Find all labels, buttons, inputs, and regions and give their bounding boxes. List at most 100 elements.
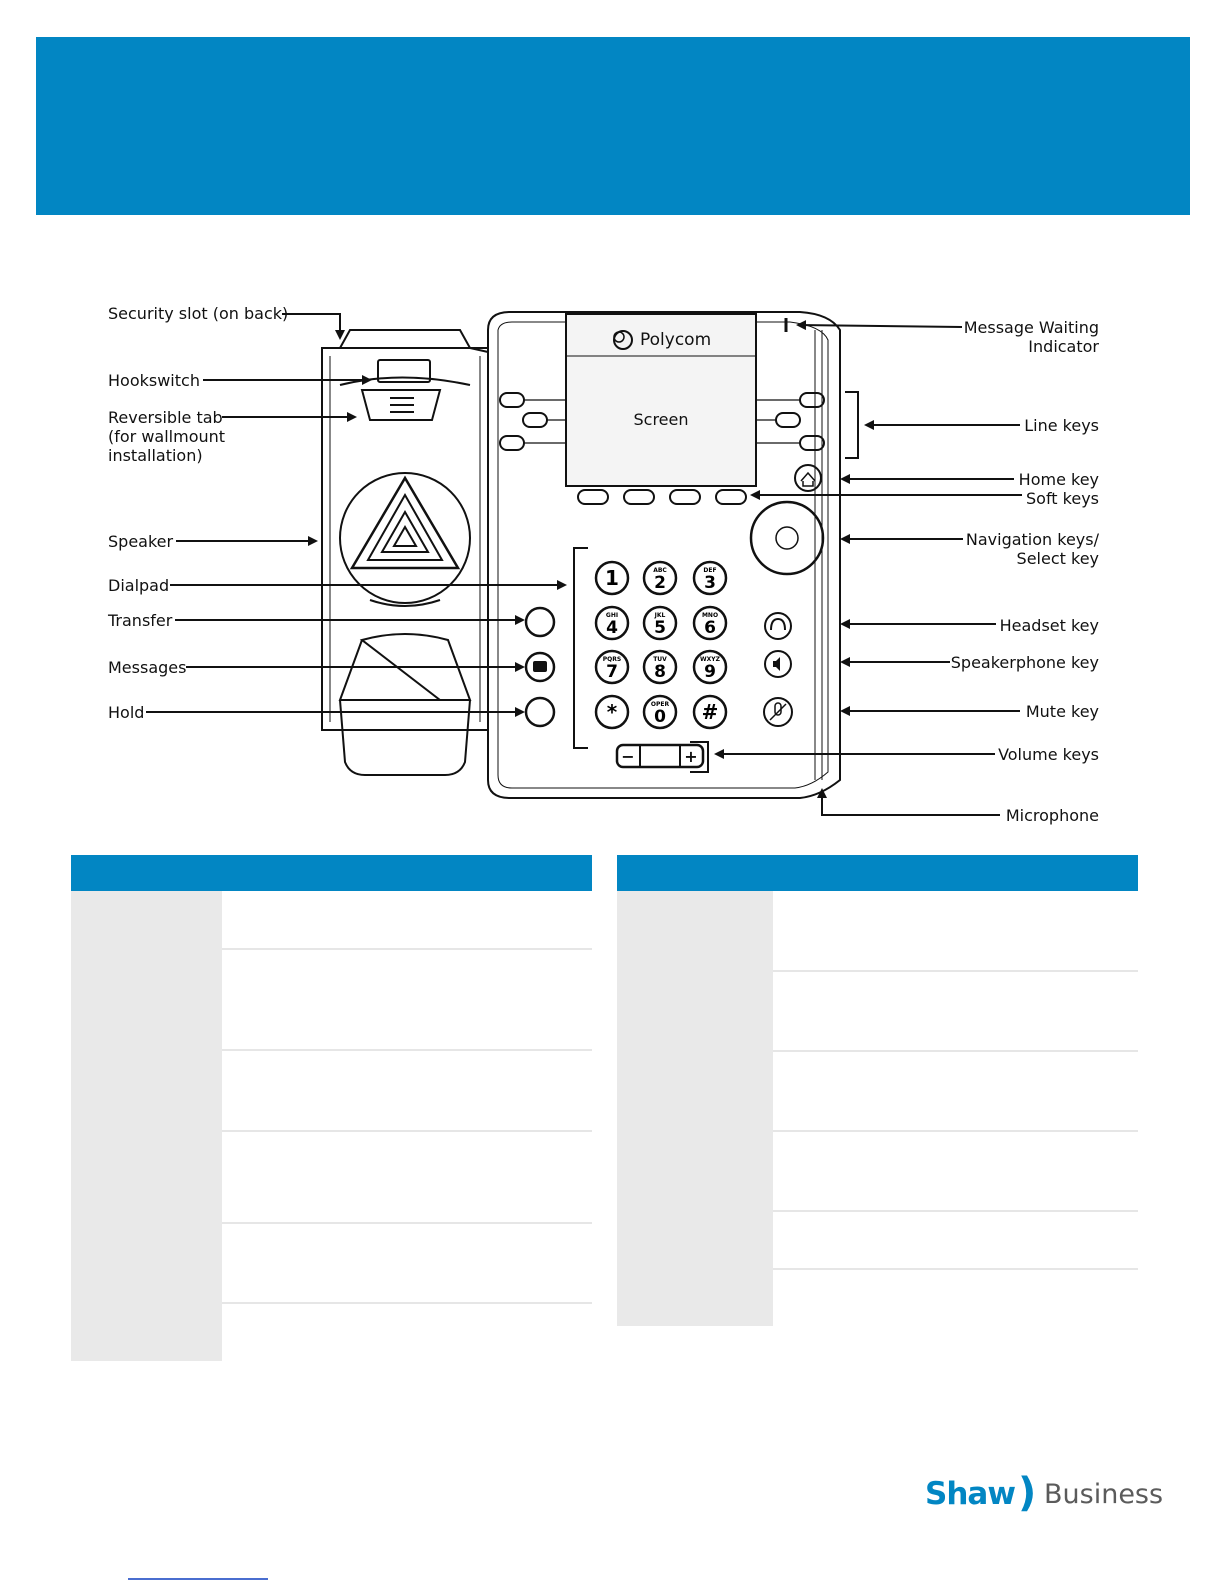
- label-reversible-tab: Reversible tab: [108, 408, 223, 427]
- row-divider: [222, 1049, 592, 1051]
- label-message-waiting-2: Indicator: [1028, 337, 1099, 356]
- dial-key-digit: 1: [605, 566, 619, 590]
- phone-body: [487, 311, 841, 799]
- line-key-1: [499, 392, 525, 408]
- line-key-4: [799, 392, 825, 408]
- dial-key-star[interactable]: *: [594, 694, 630, 730]
- dial-key-digit: 7: [606, 662, 618, 682]
- screen-text: Screen: [633, 410, 688, 429]
- hookswitch-outline: [339, 329, 489, 353]
- table-left-sidebar: [71, 891, 222, 1361]
- label-mute-key: Mute key: [1025, 702, 1099, 721]
- table-right-header: [617, 855, 1138, 891]
- dial-key-digit: *: [607, 700, 618, 724]
- label-speaker: Speaker: [108, 532, 174, 551]
- dial-key-1[interactable]: 1: [594, 560, 630, 596]
- label-home-key: Home key: [1018, 470, 1099, 489]
- volume-keys: [615, 743, 705, 769]
- home-key: [794, 464, 822, 492]
- brand-text: Polycom: [640, 330, 711, 350]
- table-left-header: [71, 855, 592, 891]
- speaker: [339, 472, 471, 604]
- footer-link-underline[interactable]: [128, 1578, 268, 1580]
- row-divider: [222, 1130, 592, 1132]
- line-key-3: [499, 435, 525, 451]
- table-left: [71, 855, 592, 1361]
- soft-key-3: [669, 489, 701, 505]
- label-navigation-keys: Navigation keys/: [965, 530, 1099, 549]
- label-line-keys: Line keys: [1024, 416, 1099, 435]
- transfer-key: [524, 606, 556, 638]
- dial-key-letters: ABC: [653, 567, 667, 574]
- line-key-5: [775, 412, 801, 428]
- dial-key-letters: TUV: [653, 656, 667, 663]
- handset-base: [339, 699, 471, 776]
- dial-key-digit: 4: [606, 618, 618, 638]
- label-speakerphone-key: Speakerphone key: [950, 653, 1099, 672]
- label-message-waiting: Message Waiting: [963, 318, 1099, 337]
- row-divider: [773, 1050, 1138, 1052]
- dial-key-letters: JKL: [654, 612, 666, 619]
- dial-key-digit: 9: [704, 662, 716, 682]
- header-banner: [36, 37, 1190, 215]
- soft-key-2: [623, 489, 655, 505]
- label-reversible-tab-3: installation): [108, 446, 203, 465]
- row-divider: [773, 1210, 1138, 1212]
- label-messages: Messages: [108, 658, 187, 677]
- volume-minus: −: [621, 747, 634, 766]
- dial-key-digit: 2: [654, 573, 666, 593]
- arrow-mwi: [796, 320, 963, 331]
- dial-key-letters: GHI: [606, 612, 618, 619]
- volume-plus: +: [684, 747, 697, 766]
- label-reversible-tab-2: (for wallmount: [108, 427, 226, 446]
- label-hookswitch: Hookswitch: [108, 371, 200, 390]
- row-divider: [773, 1268, 1138, 1270]
- dial-key-digit: 6: [704, 618, 716, 638]
- table-right-sidebar: [617, 891, 773, 1326]
- dial-key-letters: PQRS: [603, 656, 621, 663]
- dial-key-letters: MNO: [702, 612, 718, 619]
- label-security-slot: Security slot (on back): [108, 304, 289, 323]
- screen: [565, 313, 757, 487]
- messages-key: [524, 651, 556, 683]
- label-hold: Hold: [108, 703, 145, 722]
- label-headset-key: Headset key: [999, 616, 1099, 635]
- dial-key-letters: DEF: [703, 567, 716, 574]
- table-right: [617, 855, 1138, 1326]
- navigation-key: [749, 500, 825, 576]
- logo-paren: ): [1018, 1470, 1037, 1516]
- logo-business: Business: [1044, 1479, 1164, 1510]
- dial-key-digit: 5: [654, 618, 666, 638]
- arrow-microphone: [817, 788, 1000, 816]
- soft-key-4: [715, 489, 747, 505]
- row-divider: [222, 1222, 592, 1224]
- line-key-2: [522, 412, 548, 428]
- row-divider: [222, 1302, 592, 1304]
- arrow-security-slot: [282, 313, 345, 340]
- logo-shaw: Shaw: [925, 1476, 1016, 1512]
- label-select-key: Select key: [1016, 549, 1099, 568]
- row-divider: [222, 948, 592, 950]
- label-soft-keys: Soft keys: [1026, 489, 1099, 508]
- dial-key-hash[interactable]: #: [692, 694, 728, 730]
- soft-key-1: [577, 489, 609, 505]
- headset-key: [764, 612, 792, 640]
- row-divider: [773, 970, 1138, 972]
- label-transfer: Transfer: [108, 611, 173, 630]
- dial-key-digit: 8: [654, 662, 666, 682]
- label-microphone: Microphone: [1005, 806, 1099, 825]
- dial-key-digit: #: [702, 700, 719, 724]
- label-volume-keys: Volume keys: [998, 745, 1099, 764]
- hookswitch: [377, 359, 431, 383]
- row-divider: [773, 1130, 1138, 1132]
